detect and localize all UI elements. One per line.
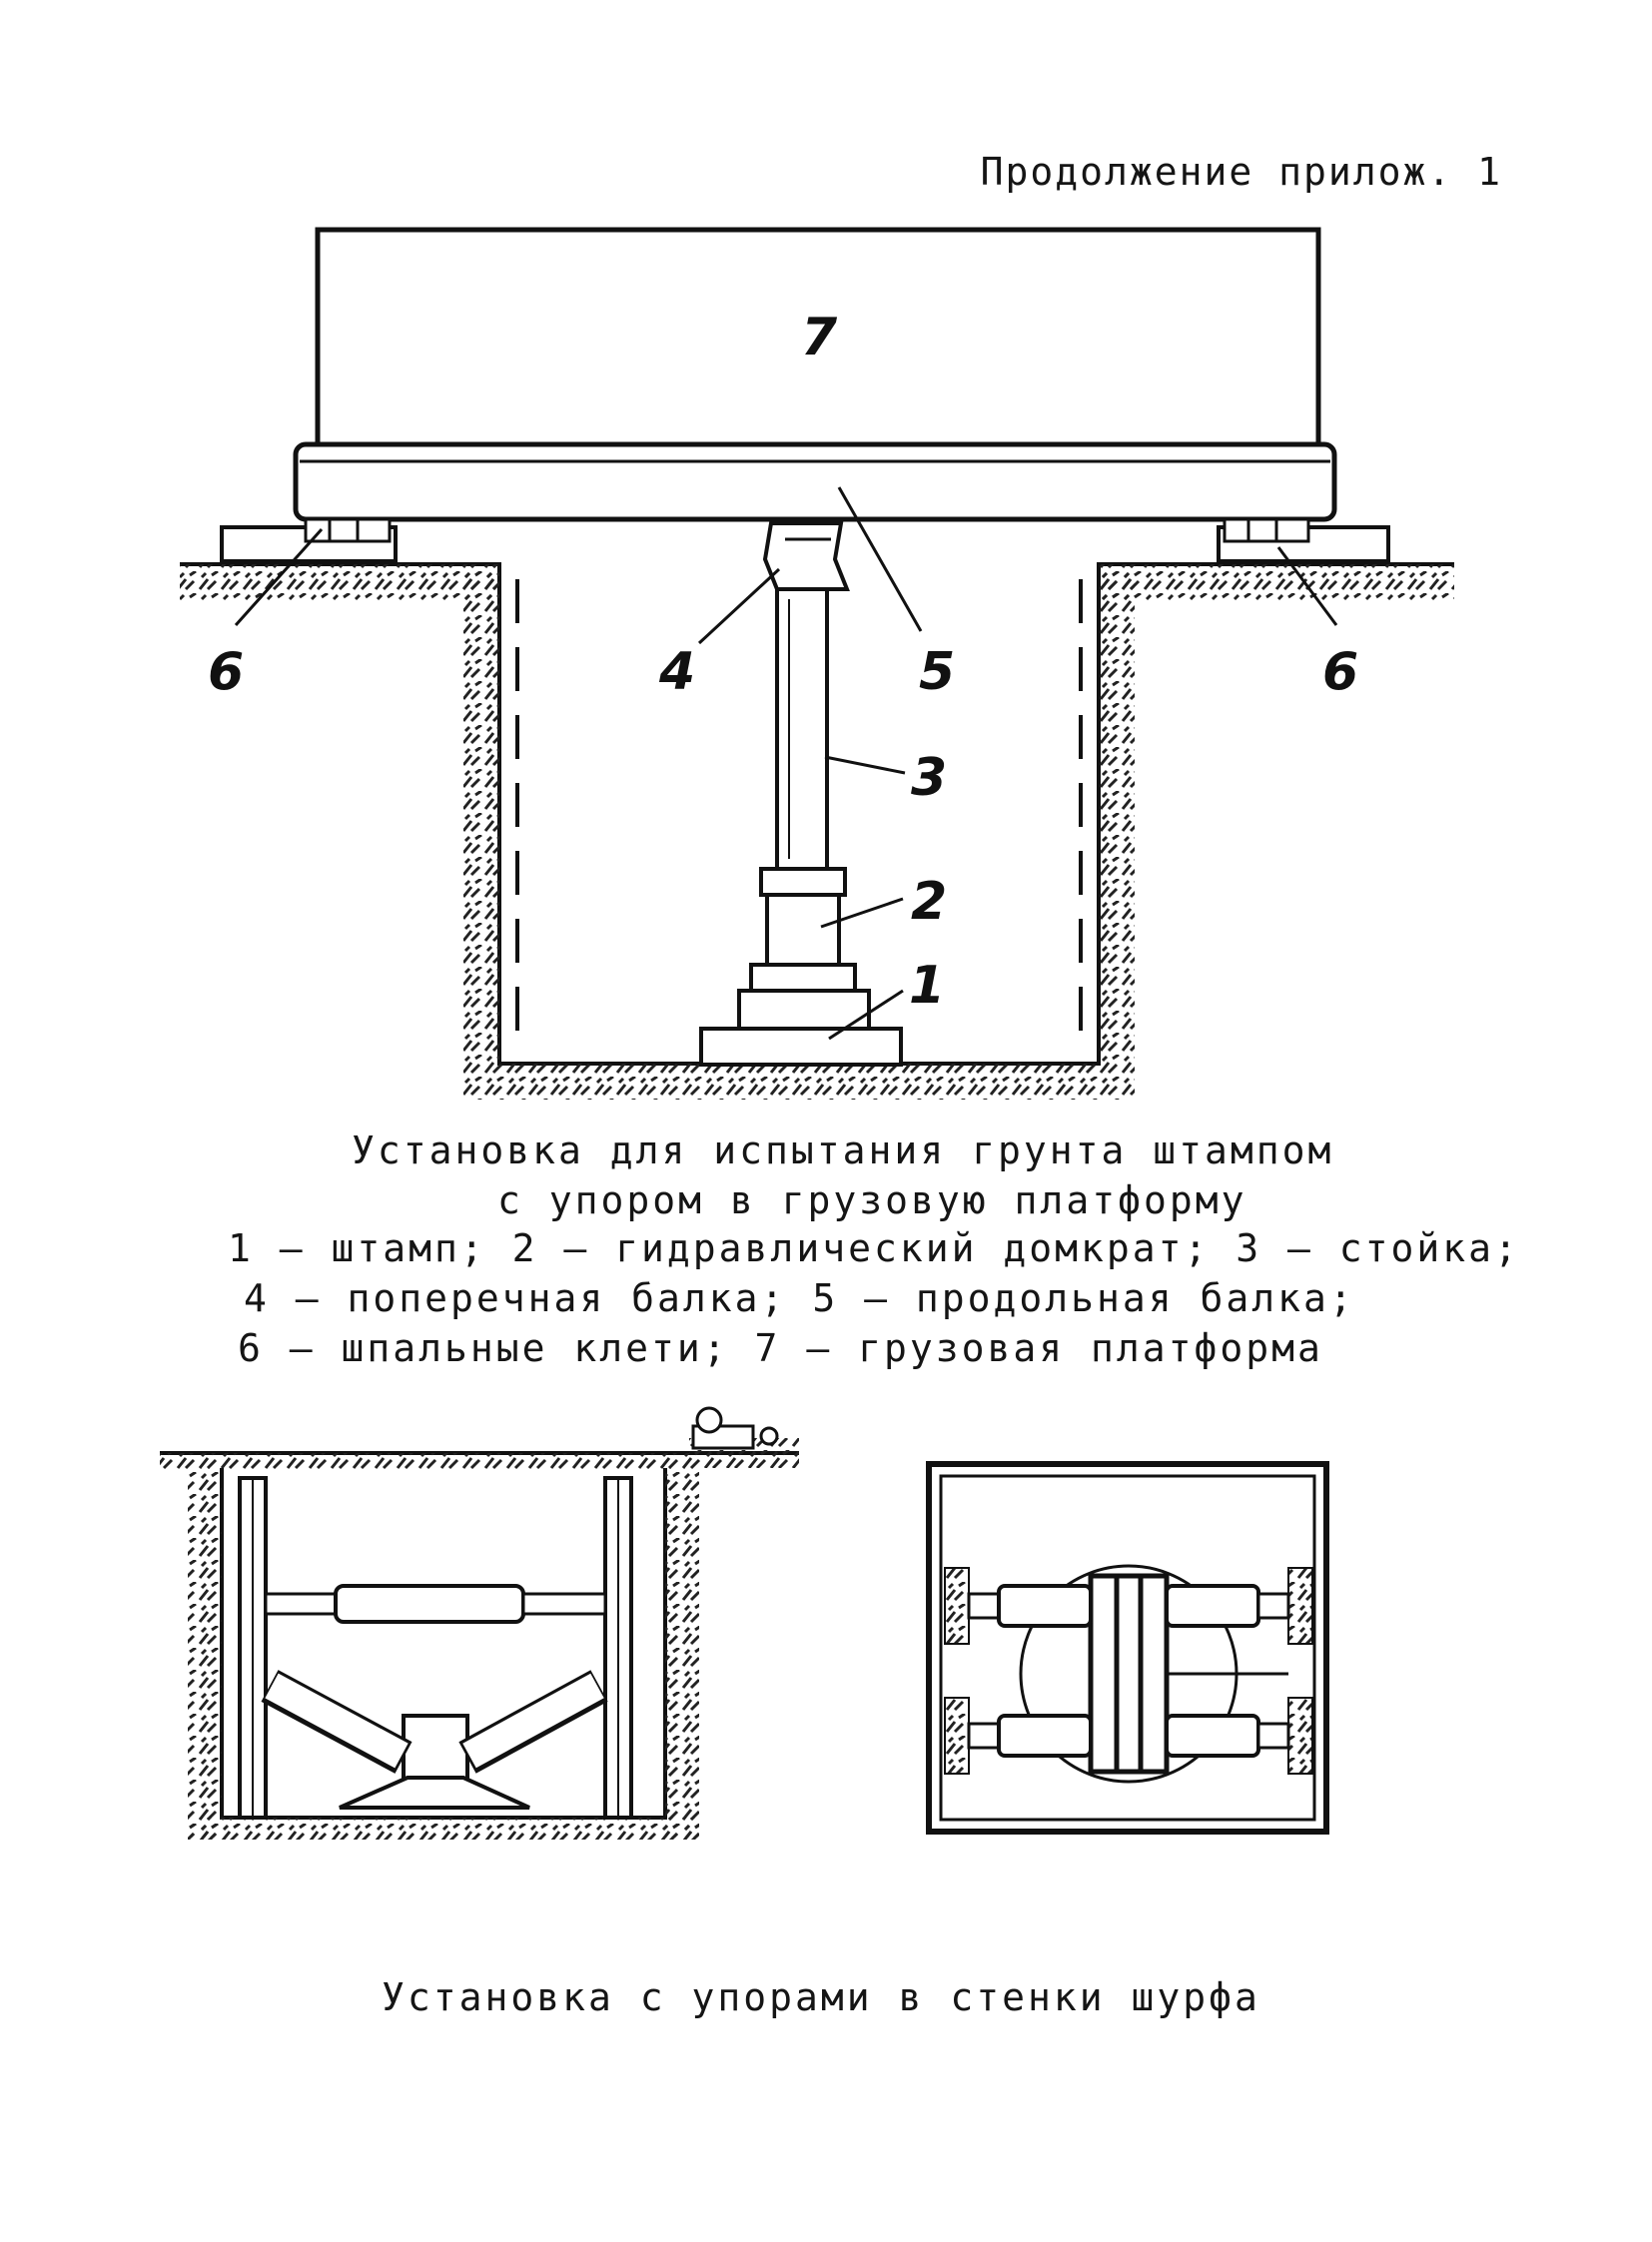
cross-beam: [762, 521, 850, 591]
label-4: 4: [658, 642, 695, 702]
label-6-left: 6: [208, 642, 244, 702]
figure-1-caption-title-1: Установка для испытания грунта штампом: [352, 1128, 1334, 1172]
sleeper-crib-right: [1217, 517, 1390, 563]
figure-2-pit-section: [160, 1406, 799, 1840]
label-7: 7: [801, 308, 838, 368]
figure-1-legend-line-2: 4 – поперечная балка; 5 – продольная бал…: [244, 1276, 1355, 1320]
cargo-platform: [315, 227, 1321, 447]
figure-2-caption: Установка с упорами в стенки шурфа: [382, 1975, 1260, 2019]
stamp: [699, 989, 903, 1067]
sleeper-crib-left: [220, 517, 398, 563]
figure-1-caption-title-2: с упором в грузовую платформу: [497, 1178, 1247, 1222]
hydraulic-jack: [749, 867, 857, 993]
label-5: 5: [919, 642, 955, 702]
longitudinal-beam: [293, 441, 1337, 522]
page-header: Продолжение прилож. 1: [980, 150, 1502, 194]
label-3: 3: [911, 748, 947, 808]
leader-lines: [234, 486, 1338, 1041]
ground-surface: [180, 562, 1454, 1100]
label-6-right: 6: [1322, 642, 1358, 702]
figure-1-legend-line-3: 6 – шпальные клети; 7 – грузовая платфор…: [238, 1326, 1323, 1370]
support-post: [775, 587, 829, 871]
figure-2-plan-view: [926, 1461, 1329, 1835]
label-2: 2: [911, 872, 947, 932]
label-1: 1: [909, 956, 945, 1016]
figure-1-legend-line-1: 1 – штамп; 2 – гидравлический домкрат; 3…: [228, 1226, 1520, 1270]
